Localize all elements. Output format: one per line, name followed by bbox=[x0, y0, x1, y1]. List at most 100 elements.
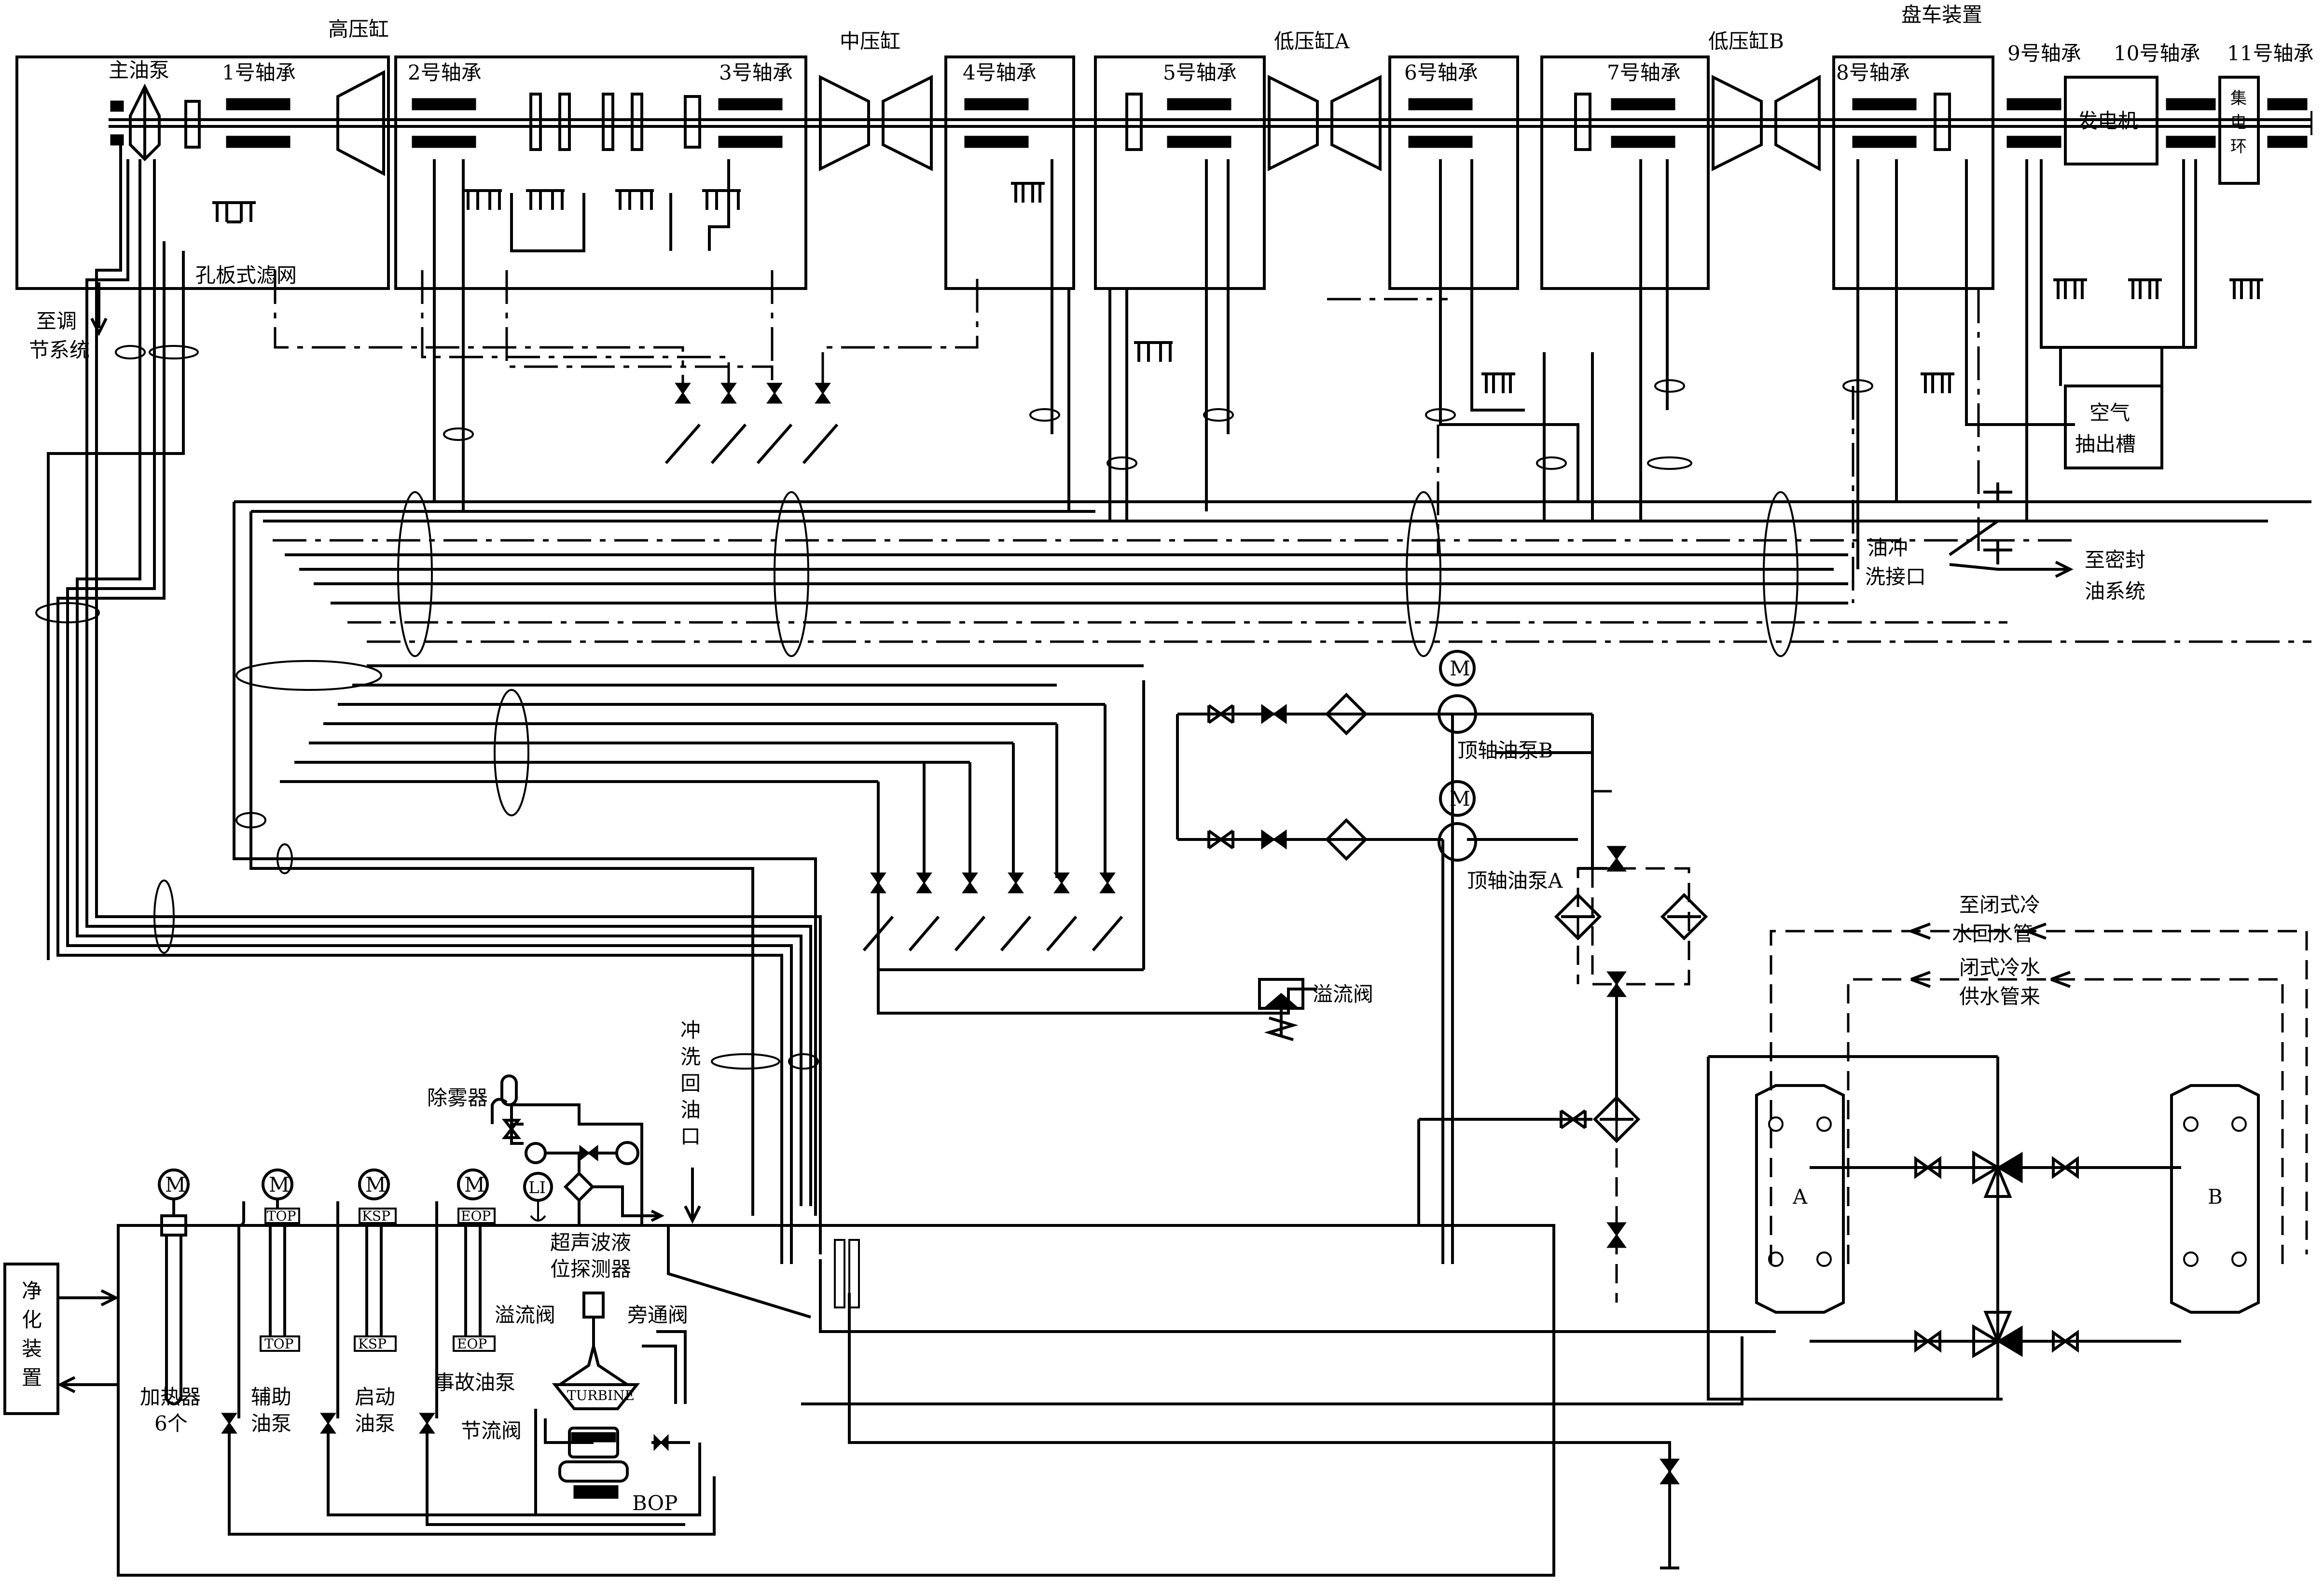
to-seal-oil-label-2: 油系统 bbox=[2085, 579, 2145, 603]
purifier-label-2: 化 bbox=[22, 1308, 42, 1332]
air-extraction-box bbox=[2064, 385, 2163, 469]
flush-return-label-5: 口 bbox=[680, 1125, 701, 1148]
ksp-label-upper: KSP bbox=[362, 1208, 390, 1224]
motor-label-aux: M bbox=[269, 1173, 290, 1196]
lp-a-label: 低压缸A bbox=[1274, 29, 1350, 53]
overflow-valve-icon bbox=[1258, 978, 1304, 1041]
motor-label-pump-a: M bbox=[1450, 787, 1470, 811]
bearing-11-label: 11号轴承 bbox=[2227, 41, 2313, 65]
bearing-6-label: 6号轴承 bbox=[1404, 61, 1478, 84]
jacking-pump-b-label: 顶轴油泵B bbox=[1457, 739, 1553, 762]
three-way-valve-top bbox=[1972, 1150, 2023, 1198]
collector-ring-label-2: 电 bbox=[2230, 113, 2247, 132]
to-control-label-2: 节系统 bbox=[29, 338, 90, 362]
generator-box bbox=[2064, 76, 2158, 165]
lp-b-cylinder-shape bbox=[1712, 75, 1763, 171]
top-labels: 主油泵 高压缸 中压缸 低压缸A 低压缸B 盘车装置 发电机 集 电 环 1号轴… bbox=[109, 3, 2313, 156]
cool-return-label-2: 水回水管 bbox=[1952, 922, 2033, 946]
bearing-10-label: 10号轴承 bbox=[2114, 41, 2200, 65]
bearing-5-label: 5号轴承 bbox=[1163, 61, 1237, 84]
start-pump-label-2: 油泵 bbox=[355, 1412, 395, 1435]
pipe-clips bbox=[35, 345, 1873, 1070]
collector-ring-label-3: 环 bbox=[2230, 137, 2247, 156]
air-extraction-label-2: 抽出槽 bbox=[2075, 432, 2136, 456]
heater-label-2: 6个 bbox=[154, 1412, 188, 1435]
bearing-5-enclosure bbox=[1094, 55, 1266, 290]
bop-label: BOP bbox=[632, 1491, 678, 1515]
bearing-9-label: 9号轴承 bbox=[2007, 41, 2081, 65]
three-way-valve-bottom bbox=[1972, 1311, 2023, 1359]
bearing-3-label: 3号轴承 bbox=[719, 61, 793, 84]
flush-return-label-1: 冲 bbox=[680, 1018, 701, 1042]
oil-flush-label-2: 洗接口 bbox=[1865, 565, 1926, 589]
bearing-7-enclosure bbox=[1540, 55, 1710, 290]
to-control-label-1: 至调 bbox=[36, 309, 77, 333]
ip-cylinder-label: 中压缸 bbox=[840, 29, 900, 53]
cooler-a-label: A bbox=[1792, 1185, 1808, 1209]
heater-label-1: 加热器 bbox=[140, 1385, 201, 1409]
bearing-4-label: 4号轴承 bbox=[963, 61, 1037, 84]
cooler-a-icon: A bbox=[1755, 1084, 1845, 1314]
drain-traps bbox=[212, 182, 2263, 393]
top-label-lower: TOP bbox=[264, 1336, 293, 1352]
cool-return-label-1: 至闭式冷 bbox=[1959, 893, 2040, 917]
start-pump-label-1: 启动 bbox=[355, 1385, 395, 1409]
cooler-valves bbox=[1914, 1156, 2079, 1353]
aux-pump-label-2: 油泵 bbox=[251, 1412, 291, 1435]
purifier-label-4: 置 bbox=[22, 1366, 42, 1389]
to-seal-oil-label-1: 至密封 bbox=[2085, 548, 2145, 572]
jacking-pump-a-icon: M bbox=[1438, 780, 1477, 862]
main-pump-label: 主油泵 bbox=[109, 58, 169, 82]
oil-tank bbox=[117, 1224, 1555, 1577]
bearing-8-enclosure bbox=[1832, 55, 1994, 290]
cool-supply-label-2: 供水管来 bbox=[1959, 985, 2040, 1008]
bearing-6-enclosure bbox=[1388, 55, 1519, 290]
generator-label: 发电机 bbox=[2077, 109, 2138, 133]
bearing-2-3-enclosure bbox=[394, 55, 807, 290]
cool-supply-label-1: 闭式冷水 bbox=[1959, 956, 2040, 979]
top-label-upper: TOP bbox=[267, 1208, 296, 1224]
turning-gear-label: 盘车装置 bbox=[1901, 3, 1982, 27]
eop-label-lower: EOP bbox=[457, 1336, 487, 1352]
oil-flush-label-1: 油冲 bbox=[1868, 536, 1908, 560]
lp-b-label: 低压缸B bbox=[1708, 29, 1784, 53]
orifice-filter-label: 孔板式滤网 bbox=[195, 263, 297, 287]
level-detector-label-2: 位探测器 bbox=[550, 1257, 631, 1281]
flush-return-label-3: 回 bbox=[680, 1072, 701, 1095]
piping bbox=[47, 145, 2311, 1563]
motor-label-emergency: M bbox=[464, 1173, 485, 1196]
demister-label: 除雾器 bbox=[427, 1086, 488, 1110]
tank-overflow-label: 溢流阀 bbox=[495, 1303, 555, 1327]
aux-pump-label-1: 辅助 bbox=[251, 1385, 291, 1409]
li-label: LI bbox=[528, 1178, 546, 1197]
bearing-7-label: 7号轴承 bbox=[1607, 61, 1681, 84]
ip-cylinder-shape bbox=[819, 75, 870, 171]
hp-cylinder-shape bbox=[336, 70, 385, 176]
throttle-valve-label: 节流阀 bbox=[461, 1419, 522, 1443]
shaft-train bbox=[15, 55, 2312, 290]
ksp-label-lower: KSP bbox=[358, 1336, 387, 1352]
bearing-4-enclosure bbox=[944, 55, 1075, 290]
flush-return-label-4: 油 bbox=[680, 1098, 701, 1122]
motor-label-pump-b: M bbox=[1450, 657, 1470, 680]
motor-label-start: M bbox=[365, 1173, 386, 1196]
jacking-pump-a-label: 顶轴油泵A bbox=[1467, 869, 1563, 893]
main-pump-icon bbox=[110, 83, 201, 162]
turbine-bop-icon: 溢流阀 旁通阀 TURBINE 节流阀 BOP bbox=[461, 1292, 700, 1516]
jacking-valves bbox=[664, 383, 1708, 1485]
bearing-8-label: 8号轴承 bbox=[1836, 61, 1910, 84]
bypass-valve-label: 旁通阀 bbox=[627, 1303, 688, 1327]
hp-cylinder-label: 高压缸 bbox=[328, 17, 389, 41]
purifier-box bbox=[3, 1263, 59, 1415]
bearing-1-label: 1号轴承 bbox=[222, 61, 296, 84]
overflow-valve-label: 溢流阀 bbox=[1313, 982, 1373, 1006]
emergency-pump-label: 事故油泵 bbox=[434, 1371, 515, 1394]
collector-ring-label-1: 集 bbox=[2230, 89, 2247, 108]
level-detector-label-1: 超声波液 bbox=[550, 1231, 631, 1254]
cooler-b-icon: B bbox=[2170, 1084, 2260, 1314]
bearing-2-label: 2号轴承 bbox=[408, 61, 482, 84]
flush-return-label-2: 洗 bbox=[680, 1045, 701, 1069]
oil-flush-icon bbox=[1949, 482, 2074, 578]
